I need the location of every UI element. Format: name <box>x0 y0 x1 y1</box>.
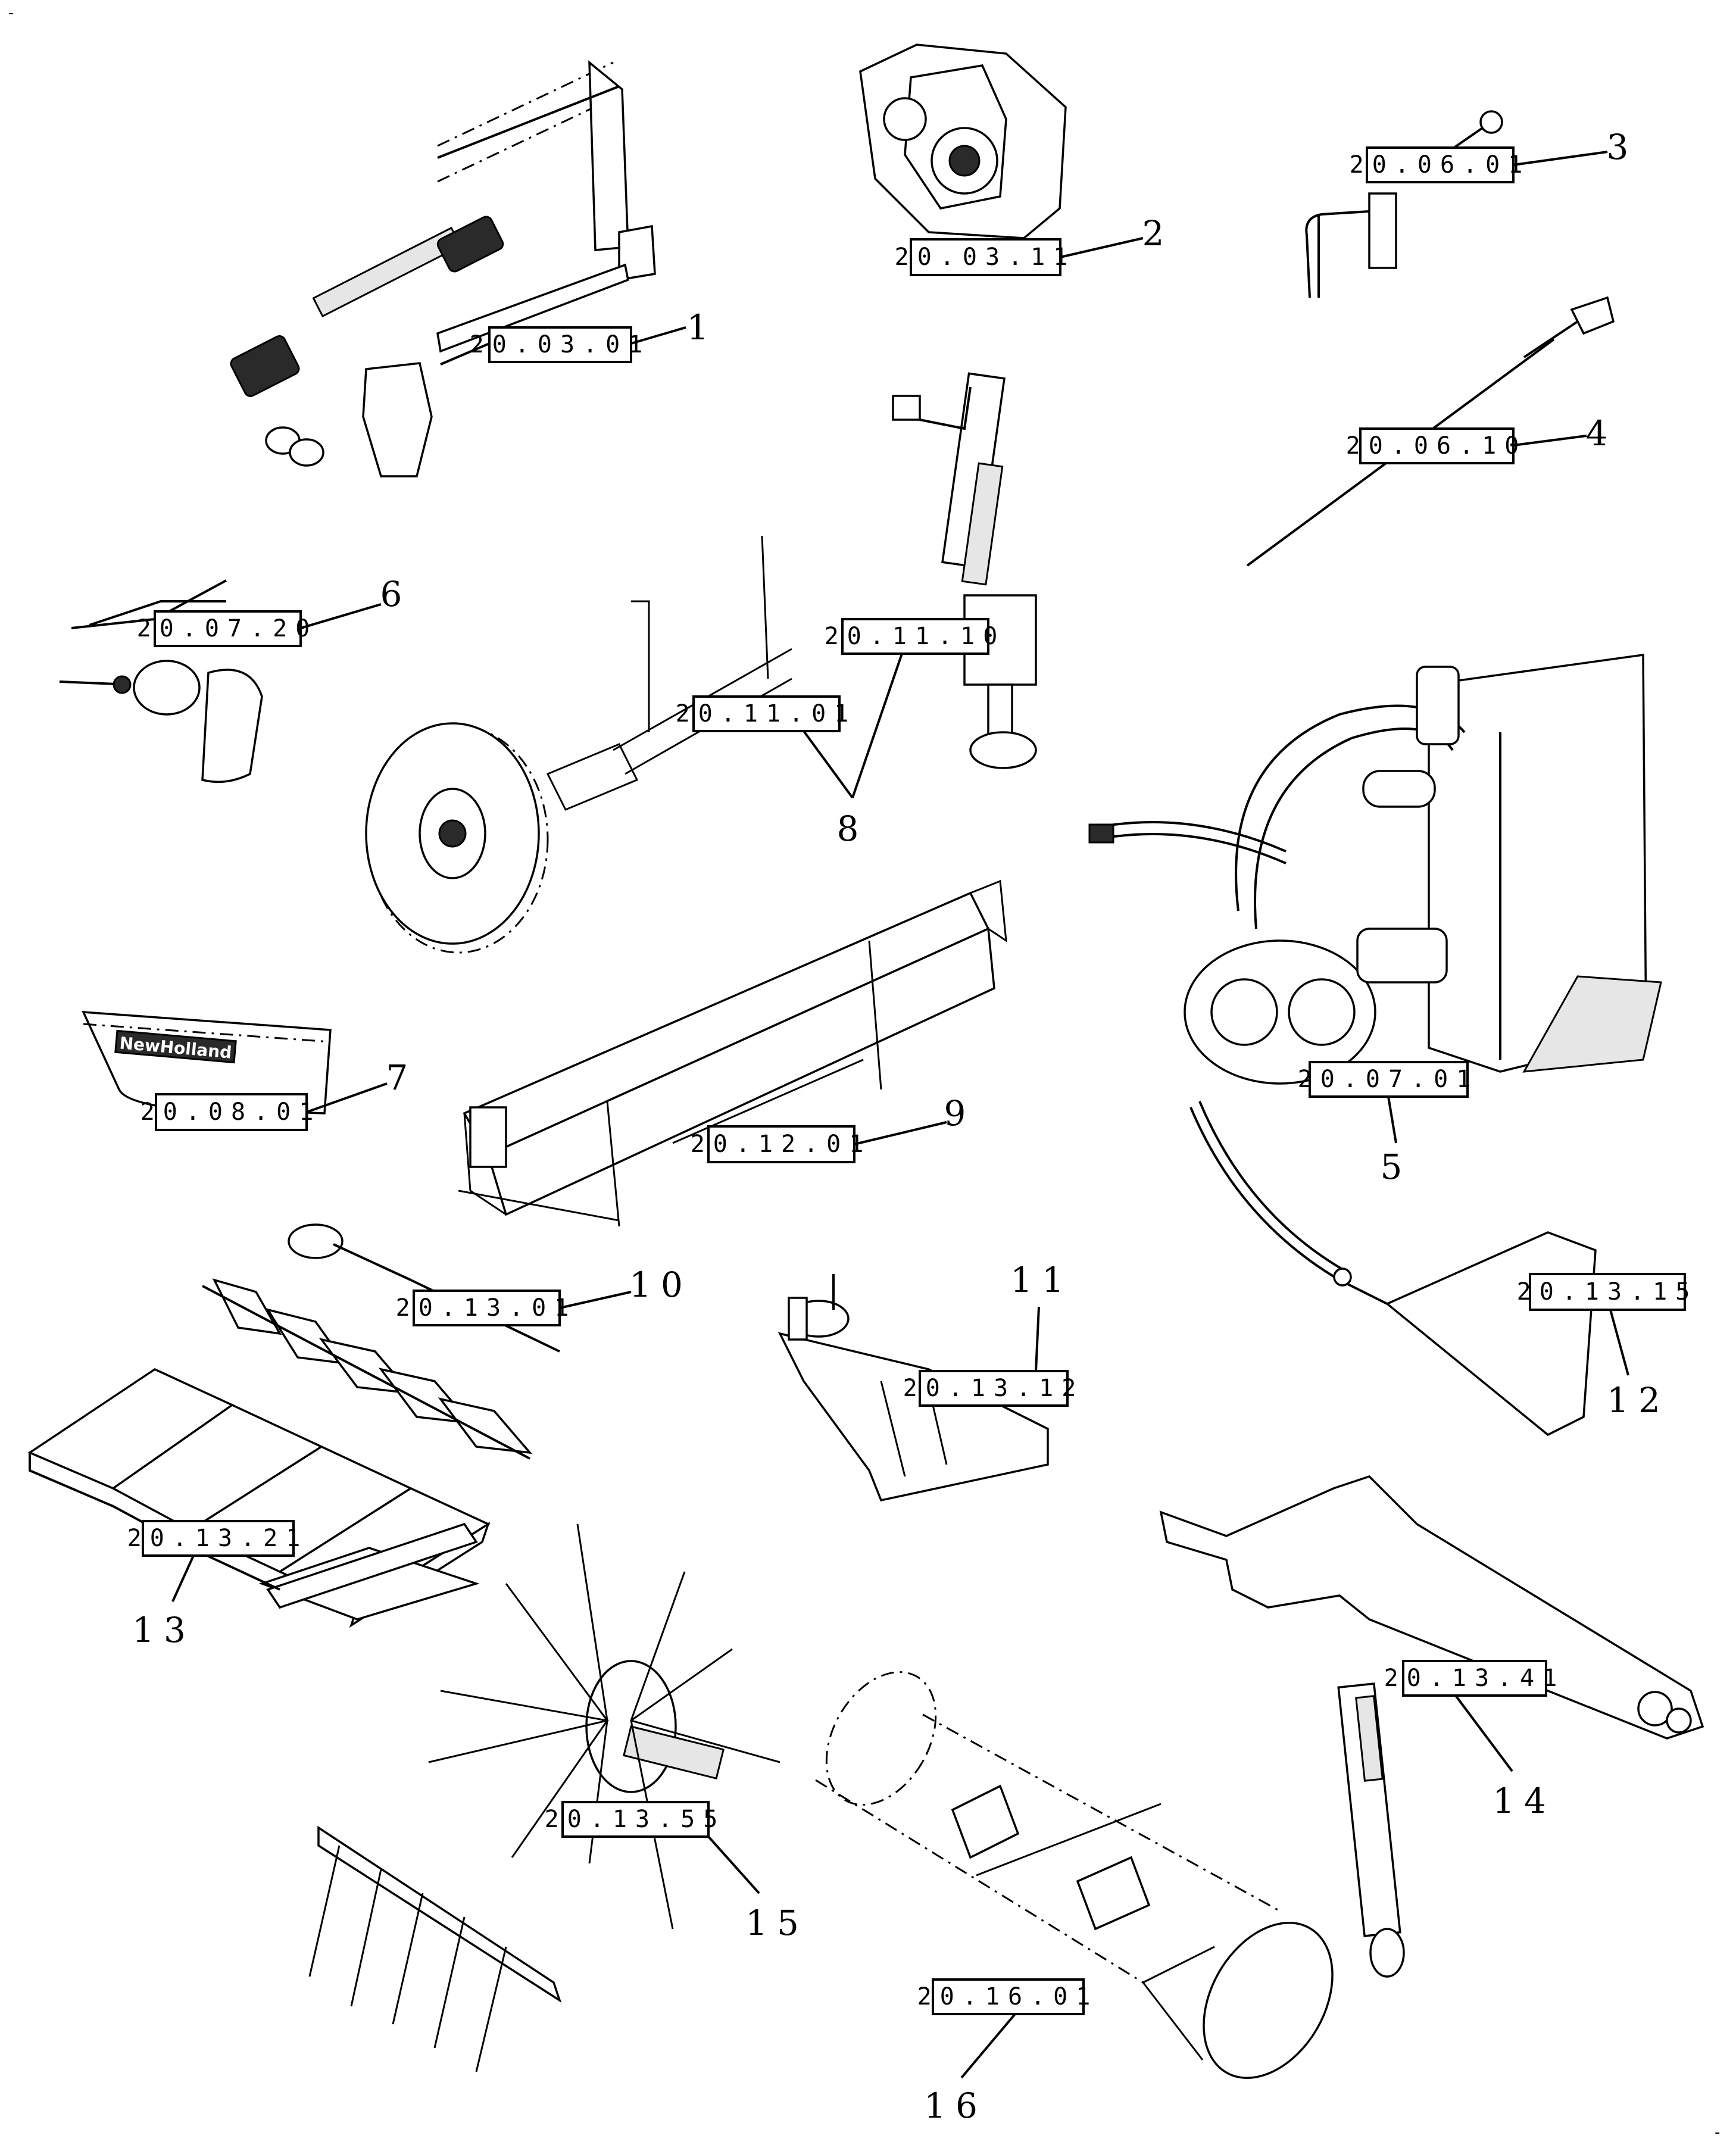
reference-box <box>1366 146 1515 183</box>
reference-box <box>155 1093 308 1131</box>
callout-6: 20.07.20 6 <box>137 574 412 647</box>
item-number: 13 <box>132 1610 195 1650</box>
reference-code: 20.07.01 <box>1298 1066 1479 1093</box>
reference-code: 20.12.01 <box>691 1131 872 1158</box>
item-number: 9 <box>944 1093 976 1134</box>
item-number: 11 <box>1010 1260 1073 1300</box>
callout-11: 20.13.12 11 <box>903 1260 1085 1407</box>
reference-box <box>1529 1273 1686 1311</box>
part-illustration-hydraulic-assembly <box>1088 653 1662 1085</box>
callout-14: 20.13.41 14 <box>1384 1660 1566 1821</box>
callout-16: 20.16.01 16 <box>917 1978 1099 2126</box>
reference-box <box>919 1370 1069 1407</box>
reference-box <box>1402 1660 1547 1697</box>
item-number: 7 <box>386 1057 418 1098</box>
part-illustration-auger <box>815 1671 1334 2079</box>
part-illustration-frame <box>458 879 1007 1227</box>
callout-9: 20.12.01 9 <box>691 1093 976 1163</box>
reference-code: 20.16.01 <box>917 1983 1099 2010</box>
item-number: 1 <box>687 307 719 348</box>
callout-12: 20.13.15 12 <box>1517 1273 1698 1420</box>
corner-mark-bottom-right: - <box>1715 2124 1720 2141</box>
callout-8-a: 20.11.01 <box>676 695 857 732</box>
callout-5: 20.07.01 5 <box>1298 1061 1479 1187</box>
item-number: 14 <box>1493 1781 1556 1821</box>
reference-code: 20.11.10 <box>825 623 1006 650</box>
corner-mark-top-left: - <box>8 4 14 22</box>
reference-box <box>142 1520 295 1557</box>
part-illustration-sensor <box>1305 110 1503 298</box>
reference-code: 20.06.10 <box>1346 432 1528 460</box>
reference-code: 20.13.01 <box>396 1294 577 1322</box>
item-number: 3 <box>1607 127 1638 167</box>
reference-code: 20.08.01 <box>140 1098 322 1126</box>
reference-box <box>1309 1061 1469 1098</box>
callout-8-b: 20.11.10 <box>825 618 1006 655</box>
callout-13: 20.13.21 13 <box>127 1520 309 1650</box>
callout-1: 20.03.01 1 <box>440 307 719 366</box>
reference-box <box>1359 427 1515 464</box>
part-illustration-reel <box>308 1523 780 2072</box>
reference-box <box>488 326 632 363</box>
part-illustration-wheel <box>365 535 792 954</box>
item-number: 15 <box>745 1903 808 1943</box>
reference-box <box>413 1290 561 1326</box>
reference-code: 20.13.41 <box>1384 1665 1566 1692</box>
reference-code: 20.13.12 <box>903 1375 1085 1402</box>
part-illustration-knives <box>202 1223 560 1460</box>
callout-8-leaders: 8 <box>803 653 903 849</box>
reference-box <box>154 610 302 647</box>
reference-code: 20.06.01 <box>1350 151 1531 179</box>
reference-box <box>932 1978 1085 2015</box>
reference-code: 20.13.55 <box>545 1806 726 1833</box>
callout-15: 20.13.55 15 <box>545 1801 808 1943</box>
item-number: 6 <box>380 574 412 614</box>
part-illustration-cylinder-8 <box>892 372 1037 769</box>
part-illustration-reel-arm <box>1159 1475 1704 1978</box>
part-illustration-gearbox <box>859 43 1067 239</box>
part-illustration-driveline <box>230 60 656 477</box>
reference-box <box>841 618 989 655</box>
item-number: 8 <box>837 808 869 849</box>
callout-2: 20.03.11 2 <box>895 213 1174 276</box>
item-number: 16 <box>924 2085 987 2126</box>
reference-code: 20.03.11 <box>895 243 1076 271</box>
item-number: 10 <box>629 1265 692 1305</box>
reference-box <box>561 1801 710 1838</box>
item-number: 2 <box>1142 213 1174 254</box>
reference-code: 20.07.20 <box>137 615 319 642</box>
reference-box <box>707 1125 855 1163</box>
callout-4: 20.06.10 4 <box>1346 413 1618 464</box>
callout-10: 20.13.01 10 <box>396 1265 692 1326</box>
callout-7: 20.08.01 7 <box>140 1057 418 1131</box>
callout-3: 20.06.01 3 <box>1350 127 1638 183</box>
reference-code: 20.11.01 <box>676 700 857 728</box>
reference-box <box>910 238 1061 276</box>
reference-code: 20.13.15 <box>1517 1278 1698 1306</box>
reference-code: 20.13.21 <box>127 1525 309 1552</box>
item-number: 5 <box>1381 1147 1412 1187</box>
reference-code: 20.03.01 <box>470 331 651 358</box>
item-number: 12 <box>1607 1380 1670 1420</box>
reference-box <box>692 695 841 732</box>
item-number: 4 <box>1586 413 1618 454</box>
